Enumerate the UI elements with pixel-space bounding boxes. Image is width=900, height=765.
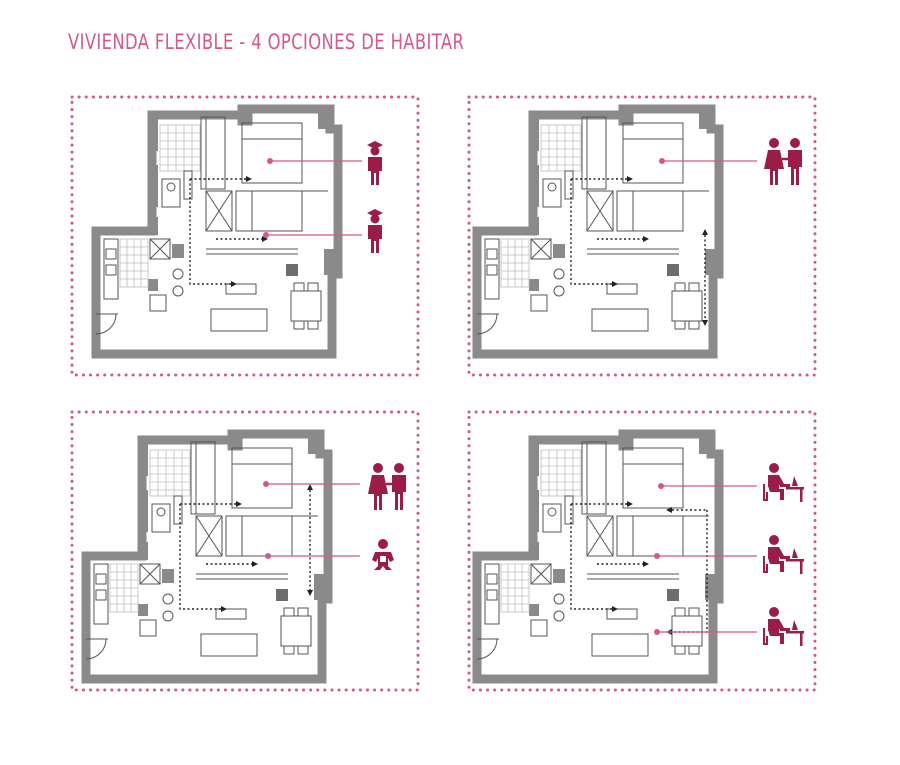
- student-icon: [367, 209, 383, 253]
- panel-option-3: [70, 410, 420, 692]
- panel-option-2: [467, 95, 817, 377]
- worker-desk-icon: [763, 535, 804, 574]
- page-title: VIVIENDA FLEXIBLE - 4 OPCIONES DE HABITA…: [68, 30, 465, 54]
- panel-frame: [70, 95, 420, 377]
- panel-frame: [70, 410, 420, 692]
- worker-desk-icon: [763, 607, 804, 646]
- panel-option-1: [70, 95, 420, 377]
- student-icon: [367, 141, 383, 185]
- couple-icon: [368, 463, 406, 510]
- worker-desk-icon: [763, 463, 804, 502]
- panel-option-4: [467, 410, 817, 692]
- panel-frame: [467, 410, 817, 692]
- couple-icon: [764, 138, 802, 185]
- baby-icon: [372, 539, 394, 570]
- panel-frame: [467, 95, 817, 377]
